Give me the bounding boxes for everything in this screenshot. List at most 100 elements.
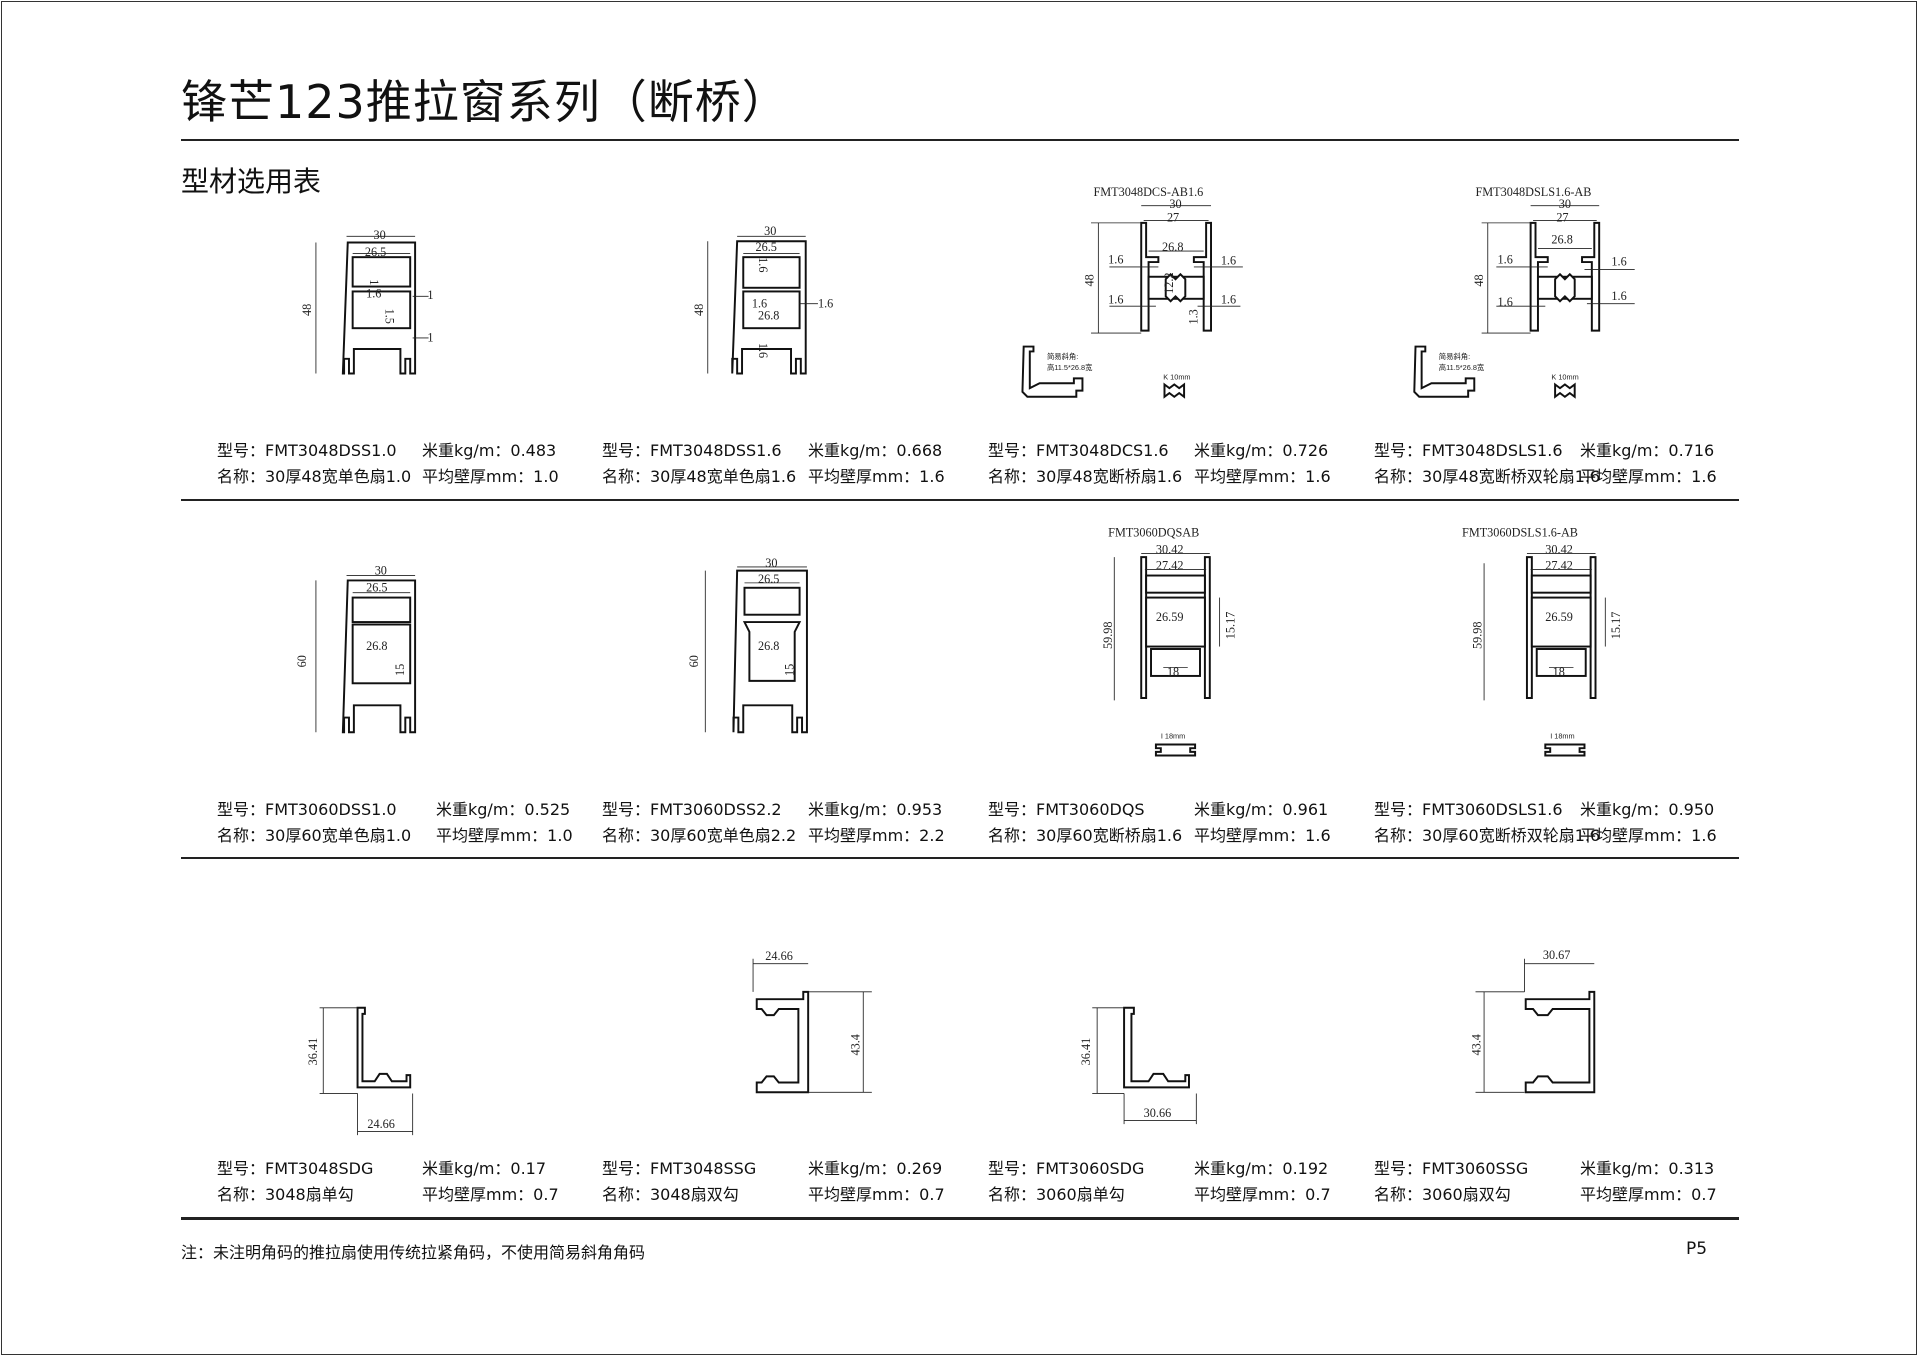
product-name: 名称：3060扇双勾 bbox=[1374, 1185, 1511, 1204]
product-model: 型号：FMT3048SDG bbox=[217, 1159, 374, 1178]
product-model: 型号：FMT3060DSLS1.6 bbox=[1374, 800, 1563, 819]
drawing-fmt3060dss1-0: 30 26.5 26.8 60 15 bbox=[295, 563, 417, 734]
product-model: 型号：FMT3048DSLS1.6 bbox=[1374, 441, 1563, 460]
svg-text:26.8: 26.8 bbox=[366, 639, 387, 653]
drawing-fmt3048dss1-6: 30 26.5 48 1.6 1.6 26.8 1.6 1.6 bbox=[692, 224, 833, 375]
product-weight: 米重kg/m：0.726 bbox=[1194, 441, 1329, 460]
svg-text:26.5: 26.5 bbox=[365, 245, 386, 259]
svg-text:1.5: 1.5 bbox=[383, 309, 397, 324]
svg-text:1: 1 bbox=[367, 279, 381, 285]
svg-text:1.6: 1.6 bbox=[366, 287, 381, 301]
product-weight: 米重kg/m：0.192 bbox=[1194, 1159, 1329, 1178]
svg-text:简易斜角:: 简易斜角: bbox=[1047, 352, 1078, 361]
section-subtitle: 型材选用表 bbox=[181, 165, 322, 198]
product-thickness: 平均壁厚mm：1.6 bbox=[1194, 826, 1331, 845]
product-model: 型号：FMT3060SDG bbox=[988, 1159, 1145, 1178]
svg-text:27: 27 bbox=[1167, 211, 1179, 225]
product-thickness: 平均壁厚mm：0.7 bbox=[1580, 1185, 1717, 1204]
product-name: 名称：3048扇单勾 bbox=[217, 1185, 354, 1204]
svg-text:1.6: 1.6 bbox=[1108, 252, 1123, 266]
svg-text:26.59: 26.59 bbox=[1545, 610, 1573, 624]
svg-text:FMT3060DSLS1.6-AB: FMT3060DSLS1.6-AB bbox=[1462, 525, 1578, 539]
page-number: P5 bbox=[1686, 1239, 1708, 1259]
product-model: 型号：FMT3060DQS bbox=[988, 800, 1145, 819]
product-model: 型号：FMT3048DSS1.6 bbox=[602, 441, 782, 460]
drawing-fmt3048ssg: 24.66 43.4 bbox=[752, 949, 872, 1094]
product-model: 型号：FMT3060DSS1.0 bbox=[217, 800, 397, 819]
svg-text:26.8: 26.8 bbox=[1162, 240, 1183, 254]
product-name: 名称：30厚48宽单色扇1.0 bbox=[217, 467, 412, 486]
product-model: 型号：FMT3048SSG bbox=[602, 1159, 757, 1178]
product-weight: 米重kg/m：0.269 bbox=[808, 1159, 943, 1178]
svg-text:48: 48 bbox=[692, 304, 706, 316]
product-weight: 米重kg/m：0.525 bbox=[436, 800, 571, 819]
svg-text:26.8: 26.8 bbox=[758, 309, 779, 323]
product-weight: 米重kg/m：0.953 bbox=[808, 800, 943, 819]
row-divider bbox=[181, 499, 1739, 501]
svg-text:15: 15 bbox=[393, 664, 407, 676]
svg-text:27.42: 27.42 bbox=[1156, 558, 1184, 572]
product-thickness: 平均壁厚mm：0.7 bbox=[808, 1185, 945, 1204]
product-weight: 米重kg/m：0.668 bbox=[808, 441, 943, 460]
svg-text:30: 30 bbox=[1169, 197, 1181, 211]
svg-text:18: 18 bbox=[1553, 665, 1565, 679]
svg-text:12.2: 12.2 bbox=[1162, 272, 1176, 293]
svg-text:30.42: 30.42 bbox=[1545, 542, 1573, 556]
product-thickness: 平均壁厚mm：1.6 bbox=[1580, 467, 1717, 486]
svg-text:1: 1 bbox=[427, 288, 433, 302]
product-model: 型号：FMT3048DCS1.6 bbox=[988, 441, 1169, 460]
svg-text:26.5: 26.5 bbox=[366, 580, 387, 594]
svg-text:FMT3060DQSAB: FMT3060DQSAB bbox=[1108, 525, 1199, 539]
svg-text:I 18mm: I 18mm bbox=[1550, 731, 1574, 740]
product-name: 名称：30厚60宽单色扇1.0 bbox=[217, 826, 412, 845]
product-model: 型号：FMT3060SSG bbox=[1374, 1159, 1529, 1178]
drawing-fmt3048dsls1-6-ab: FMT3048DSLS1.6-AB 30 27 26.8 48 1.6 1.6 … bbox=[1413, 185, 1635, 399]
svg-text:26.8: 26.8 bbox=[758, 639, 779, 653]
svg-text:30: 30 bbox=[1559, 197, 1571, 211]
svg-text:1.6: 1.6 bbox=[756, 343, 770, 358]
svg-text:1.6: 1.6 bbox=[1221, 254, 1236, 268]
svg-text:I 18mm: I 18mm bbox=[1161, 731, 1185, 740]
row-divider bbox=[181, 857, 1739, 859]
svg-text:27.42: 27.42 bbox=[1545, 558, 1573, 572]
footer-note: 注：未注明角码的推拉扇使用传统拉紧角码，不使用简易斜角角码 bbox=[181, 1243, 646, 1262]
svg-text:30.67: 30.67 bbox=[1543, 948, 1571, 962]
product-thickness: 平均壁厚mm：0.7 bbox=[1194, 1185, 1331, 1204]
product-weight: 米重kg/m：0.961 bbox=[1194, 800, 1329, 819]
page-title: 锋芒123推拉窗系列（断桥） bbox=[181, 75, 789, 129]
svg-text:1.6: 1.6 bbox=[1498, 295, 1513, 309]
product-thickness: 平均壁厚mm：0.7 bbox=[422, 1185, 559, 1204]
svg-text:59.98: 59.98 bbox=[1471, 621, 1485, 649]
svg-text:43.4: 43.4 bbox=[849, 1034, 863, 1055]
product-weight: 米重kg/m：0.313 bbox=[1580, 1159, 1715, 1178]
svg-text:1.6: 1.6 bbox=[1221, 293, 1236, 307]
svg-text:高11.5*26.8宽: 高11.5*26.8宽 bbox=[1047, 363, 1093, 372]
svg-text:36.41: 36.41 bbox=[306, 1038, 320, 1066]
svg-text:1.3: 1.3 bbox=[1187, 309, 1201, 324]
product-weight: 米重kg/m：0.950 bbox=[1580, 800, 1715, 819]
svg-text:27: 27 bbox=[1556, 211, 1568, 225]
svg-text:K 10mm: K 10mm bbox=[1163, 373, 1190, 382]
svg-text:简易斜角:: 简易斜角: bbox=[1439, 352, 1470, 361]
svg-text:30: 30 bbox=[765, 556, 777, 570]
svg-text:18: 18 bbox=[1167, 665, 1179, 679]
product-name: 名称：3060扇单勾 bbox=[988, 1185, 1125, 1204]
product-name: 名称：30厚60宽断桥双轮扇1.6 bbox=[1374, 826, 1601, 845]
product-model: 型号：FMT3060DSS2.2 bbox=[602, 800, 782, 819]
product-name: 名称：30厚60宽断桥扇1.6 bbox=[988, 826, 1183, 845]
product-weight: 米重kg/m：0.483 bbox=[422, 441, 557, 460]
drawing-fmt3060dqsab: FMT3060DQSAB 30.42 27.42 26.59 59.98 15.… bbox=[1101, 525, 1237, 757]
svg-text:59.98: 59.98 bbox=[1101, 621, 1115, 649]
product-thickness: 平均壁厚mm：1.0 bbox=[422, 467, 559, 486]
product-name: 名称：3048扇双勾 bbox=[602, 1185, 739, 1204]
svg-text:1.6: 1.6 bbox=[818, 296, 833, 310]
svg-text:26.5: 26.5 bbox=[758, 572, 779, 586]
svg-text:1.6: 1.6 bbox=[1498, 252, 1513, 266]
svg-text:1.6: 1.6 bbox=[1611, 289, 1626, 303]
drawing-fmt3060sdg: 36.41 30.66 bbox=[1079, 1006, 1197, 1125]
svg-text:1: 1 bbox=[427, 331, 433, 345]
svg-text:26.8: 26.8 bbox=[1551, 233, 1572, 247]
product-name: 名称：30厚48宽单色扇1.6 bbox=[602, 467, 797, 486]
